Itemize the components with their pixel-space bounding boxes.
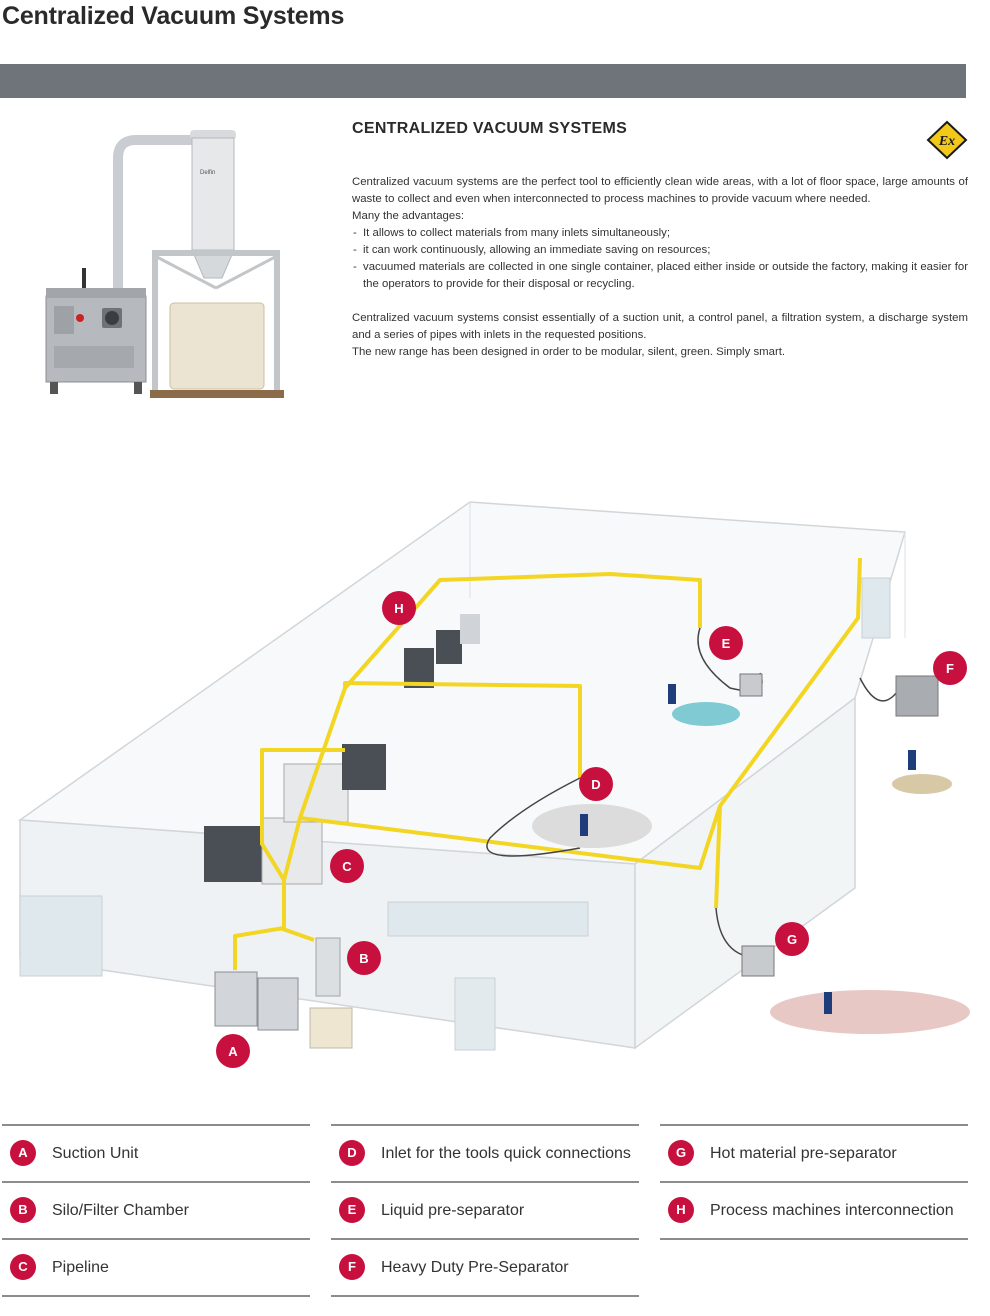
legend-label: Inlet for the tools quick connections: [381, 1145, 631, 1162]
legend-badge: B: [10, 1197, 36, 1223]
description: Centralized vacuum systems are the perfe…: [352, 174, 968, 361]
marker-c: [330, 849, 364, 883]
header-band: [0, 64, 966, 98]
legend-item-f: F Heavy Duty Pre-Separator: [331, 1238, 639, 1297]
svg-text:D: D: [591, 777, 600, 792]
legend-column-2: D Inlet for the tools quick connections …: [331, 1124, 639, 1297]
legend-badge: E: [339, 1197, 365, 1223]
marker-g: [775, 922, 809, 956]
legend-label: Silo/Filter Chamber: [52, 1202, 189, 1219]
advantage-item: It allows to collect materials from many…: [352, 225, 968, 242]
marker-h: [382, 591, 416, 625]
svg-text:E: E: [722, 636, 731, 651]
svg-text:G: G: [787, 932, 797, 947]
closing-paragraph: The new range has been designed in order…: [352, 346, 786, 358]
components-paragraph: Centralized vacuum systems consist essen…: [352, 312, 968, 341]
page-title: Centralized Vacuum Systems: [2, 2, 345, 30]
section-heading: CENTRALIZED VACUUM SYSTEMS: [352, 120, 628, 137]
factory-diagram: H E F D C B G A: [17, 501, 970, 1068]
legend-badge: F: [339, 1254, 365, 1280]
marker-e: [709, 626, 743, 660]
atex-ex-icon: Ex: [926, 120, 968, 160]
legend-badge: D: [339, 1140, 365, 1166]
legend-label: Liquid pre-separator: [381, 1202, 525, 1219]
legend-item-c: C Pipeline: [2, 1238, 310, 1297]
intro-paragraph: Centralized vacuum systems are the perfe…: [352, 176, 968, 205]
marker-a: [216, 1034, 250, 1068]
legend-badge: H: [668, 1197, 694, 1223]
marker-d: [579, 767, 613, 801]
brand-text: Delfin: [200, 170, 215, 176]
svg-text:Ex: Ex: [938, 134, 955, 149]
legend-label: Heavy Duty Pre-Separator: [381, 1259, 569, 1276]
legend-label: Hot material pre-separator: [710, 1145, 897, 1162]
marker-f: [933, 651, 967, 685]
advantages-title: Many the advantages:: [352, 210, 465, 222]
svg-text:H: H: [394, 601, 403, 616]
svg-text:A: A: [228, 1044, 238, 1059]
svg-text:B: B: [359, 951, 368, 966]
legend-label: Pipeline: [52, 1259, 109, 1276]
legend-item-h: H Process machines interconnection: [660, 1181, 968, 1240]
legend-label: Process machines interconnection: [710, 1202, 954, 1219]
legend-column-1: A Suction Unit B Silo/Filter Chamber C P…: [2, 1124, 310, 1297]
legend-badge: C: [10, 1254, 36, 1280]
marker-b: [347, 941, 381, 975]
advantage-item: vacuumed materials are collected in one …: [352, 259, 968, 293]
advantages-list: It allows to collect materials from many…: [352, 225, 968, 293]
legend-badge: G: [668, 1140, 694, 1166]
legend-item-g: G Hot material pre-separator: [660, 1124, 968, 1181]
legend-column-3: G Hot material pre-separator H Process m…: [660, 1124, 968, 1240]
svg-text:C: C: [342, 859, 352, 874]
legend-badge: A: [10, 1140, 36, 1166]
legend-item-d: D Inlet for the tools quick connections: [331, 1124, 639, 1181]
legend-item-e: E Liquid pre-separator: [331, 1181, 639, 1238]
legend-item-b: B Silo/Filter Chamber: [2, 1181, 310, 1238]
vacuum-unit-illustration: Delfin: [45, 130, 284, 398]
svg-text:F: F: [946, 661, 954, 676]
advantage-item: it can work continuously, allowing an im…: [352, 242, 968, 259]
legend-item-a: A Suction Unit: [2, 1124, 310, 1181]
legend-label: Suction Unit: [52, 1145, 139, 1162]
